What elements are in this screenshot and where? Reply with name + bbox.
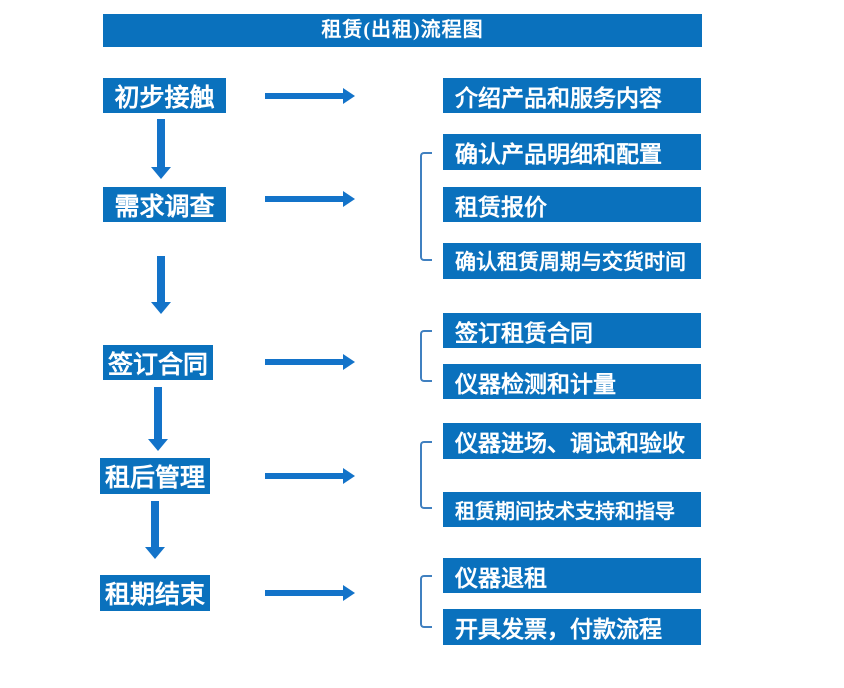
down-arrow-icon bbox=[145, 501, 165, 559]
right-arrow-shaft bbox=[265, 590, 344, 596]
down-arrow-shaft bbox=[151, 501, 159, 548]
down-arrow-head bbox=[145, 547, 165, 559]
right-arrow-shaft bbox=[265, 359, 344, 365]
flowchart-title: 租赁(出租)流程图 bbox=[103, 14, 702, 47]
step-box-rental-end: 租期结束 bbox=[100, 575, 210, 611]
down-arrow-head bbox=[151, 167, 171, 179]
right-arrow-icon bbox=[265, 88, 355, 104]
group-bracket bbox=[420, 441, 432, 509]
step-box-initial-contact: 初步接触 bbox=[103, 78, 226, 113]
detail-box-instrument-return: 仪器退租 bbox=[443, 558, 701, 593]
down-arrow-head bbox=[151, 302, 171, 314]
right-arrow-icon bbox=[265, 191, 355, 207]
step-box-sign-contract: 签订合同 bbox=[103, 345, 213, 380]
detail-box-sign-rental-contract: 签订租赁合同 bbox=[443, 313, 701, 348]
step-box-demand-survey: 需求调查 bbox=[103, 187, 226, 222]
right-arrow-head bbox=[343, 191, 355, 207]
detail-box-instrument-setup-acceptance: 仪器进场、调试和验收 bbox=[443, 423, 701, 459]
detail-box-technical-support: 租赁期间技术支持和指导 bbox=[443, 492, 701, 527]
detail-box-confirm-product-details: 确认产品明细和配置 bbox=[443, 134, 701, 170]
group-bracket bbox=[420, 152, 432, 261]
down-arrow-icon bbox=[151, 256, 171, 314]
down-arrow-icon bbox=[148, 387, 168, 451]
detail-box-instrument-testing: 仪器检测和计量 bbox=[443, 364, 701, 399]
down-arrow-shaft bbox=[154, 387, 162, 440]
detail-box-introduce-products: 介绍产品和服务内容 bbox=[443, 78, 701, 113]
right-arrow-icon bbox=[265, 585, 355, 601]
down-arrow-head bbox=[148, 439, 168, 451]
right-arrow-head bbox=[343, 585, 355, 601]
right-arrow-head bbox=[343, 468, 355, 484]
group-bracket bbox=[420, 330, 432, 382]
right-arrow-shaft bbox=[265, 473, 344, 479]
group-bracket bbox=[420, 575, 432, 628]
right-arrow-shaft bbox=[265, 93, 344, 99]
step-box-post-rental-management: 租后管理 bbox=[100, 458, 210, 494]
right-arrow-icon bbox=[265, 354, 355, 370]
detail-box-confirm-rental-period: 确认租赁周期与交货时间 bbox=[443, 243, 701, 279]
down-arrow-shaft bbox=[157, 119, 165, 168]
detail-box-rental-quotation: 租赁报价 bbox=[443, 187, 701, 222]
right-arrow-shaft bbox=[265, 196, 344, 202]
down-arrow-shaft bbox=[157, 256, 165, 303]
down-arrow-icon bbox=[151, 119, 171, 179]
detail-box-invoice-payment: 开具发票，付款流程 bbox=[443, 609, 701, 645]
right-arrow-icon bbox=[265, 468, 355, 484]
right-arrow-head bbox=[343, 88, 355, 104]
right-arrow-head bbox=[343, 354, 355, 370]
